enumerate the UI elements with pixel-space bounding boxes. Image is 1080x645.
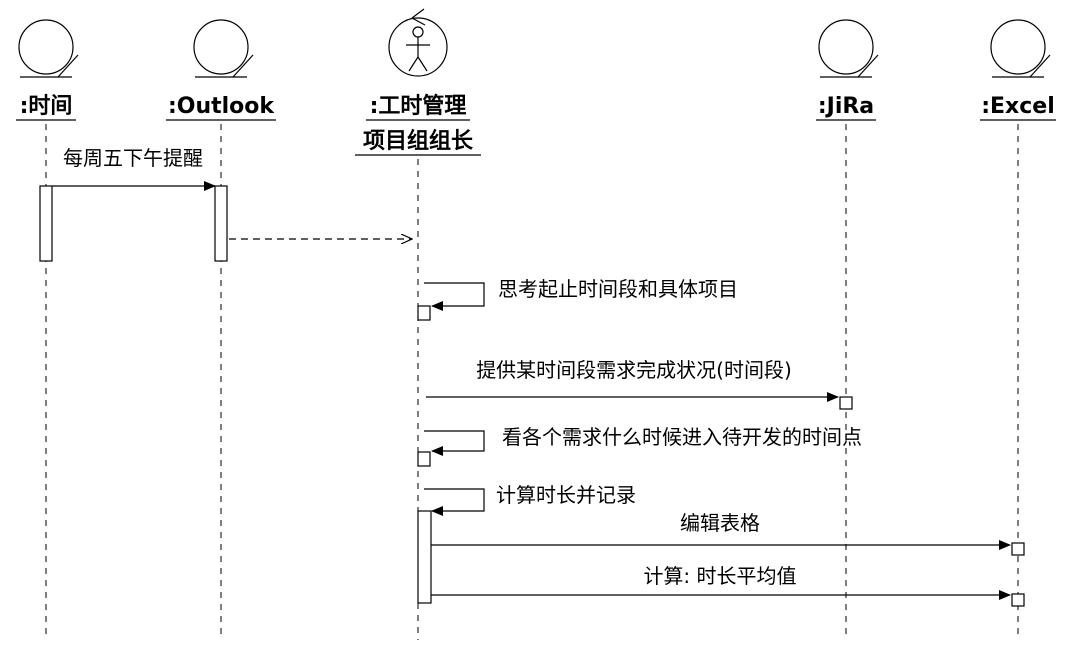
message-label: 每周五下午提醒 — [63, 146, 203, 170]
activation-bar-outlook — [214, 185, 228, 262]
object-jira: :JiRa — [816, 19, 879, 640]
message-label: 看各个需求什么时候进入待开发的时间点 — [502, 425, 862, 449]
entity-icon — [818, 19, 879, 78]
self-call-box-1 — [417, 305, 431, 321]
object-name-time: :时间 — [20, 94, 73, 119]
entity-icon — [193, 19, 254, 78]
message-label: 计算: 时长平均值 — [643, 564, 796, 588]
entity-icon — [18, 19, 79, 78]
message-label: 编辑表格 — [680, 511, 760, 535]
object-name-line2: 项目组组长 — [363, 128, 474, 154]
activation-bar-project-lead — [417, 510, 432, 604]
object-outlook: :Outlook — [166, 19, 276, 640]
message-self-check-dev-time: 看各个需求什么时候进入待开发的时间点 — [424, 425, 862, 456]
object-name-excel: :Excel — [981, 94, 1055, 119]
object-name-outlook: :Outlook — [168, 94, 275, 119]
activation-bar-time — [39, 185, 53, 262]
message-label: 计算时长并记录 — [496, 483, 636, 507]
message-arrow — [424, 430, 485, 456]
message-weekly-reminder: 每周五下午提醒 — [52, 146, 216, 191]
object-name-jira: :JiRa — [818, 94, 874, 119]
object-name-line1: :工时管理 — [370, 93, 467, 119]
receive-box-excel-1 — [1011, 542, 1025, 556]
object-time: :时间 — [16, 19, 79, 640]
receive-box-excel-2 — [1011, 593, 1025, 607]
object-excel: :Excel — [980, 19, 1056, 640]
message-self-think-period: 思考起止时间段和具体项目 — [424, 277, 738, 311]
message-request-status: 提供某时间段需求完成状况(时间段) — [426, 358, 839, 402]
message-arrow — [424, 488, 485, 516]
message-label: 思考起止时间段和具体项目 — [498, 277, 738, 301]
self-call-box-2 — [417, 451, 431, 467]
actor-icon — [388, 8, 448, 77]
object-project-lead: :工时管理 项目组组长 — [355, 8, 481, 640]
message-edit-sheet: 编辑表格 — [431, 511, 1011, 550]
message-calc-average: 计算: 时长平均值 — [431, 564, 1011, 600]
message-label: 提供某时间段需求完成状况(时间段) — [476, 358, 792, 382]
message-arrow — [424, 282, 485, 311]
message-self-calc-record: 计算时长并记录 — [424, 483, 636, 516]
receive-box-jira — [839, 396, 853, 410]
entity-icon — [990, 19, 1051, 78]
